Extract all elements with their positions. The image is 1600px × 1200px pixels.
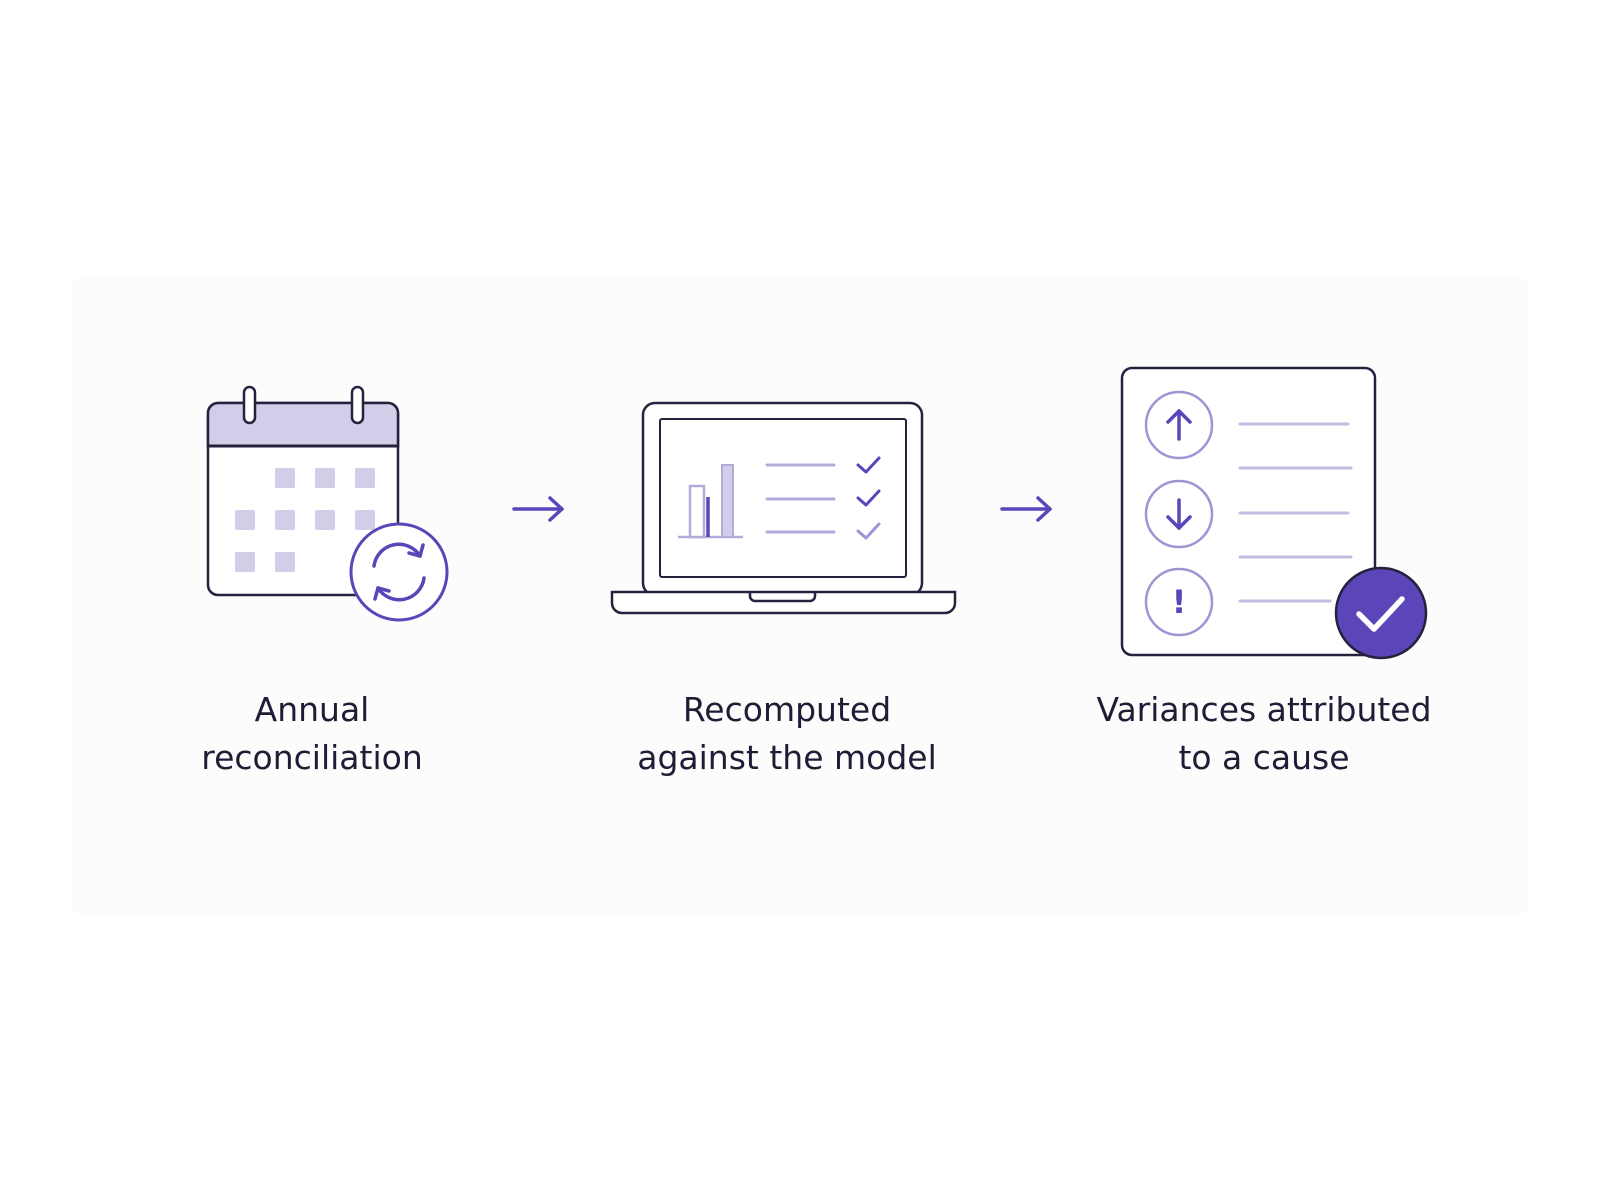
arrow-right-icon — [1000, 496, 1052, 522]
step-label-recomputed: Recomputed against the model — [637, 686, 937, 782]
step-label-line: reconciliation — [201, 738, 423, 777]
step-label-line: against the model — [637, 738, 937, 777]
exclamation-icon: ! — [1171, 583, 1187, 621]
arrow-right-icon — [512, 496, 564, 522]
step-label-line: Variances attributed — [1096, 690, 1432, 729]
diagram-panel — [72, 278, 1528, 914]
step-label-annual-reconciliation: Annual reconciliation — [201, 686, 422, 782]
step-label-line: Recomputed — [682, 690, 892, 729]
step-label-line: to a cause — [1178, 738, 1350, 777]
step-label-line: Annual — [254, 690, 370, 729]
step-label-variances: Variances attributed to a cause — [1096, 686, 1431, 782]
